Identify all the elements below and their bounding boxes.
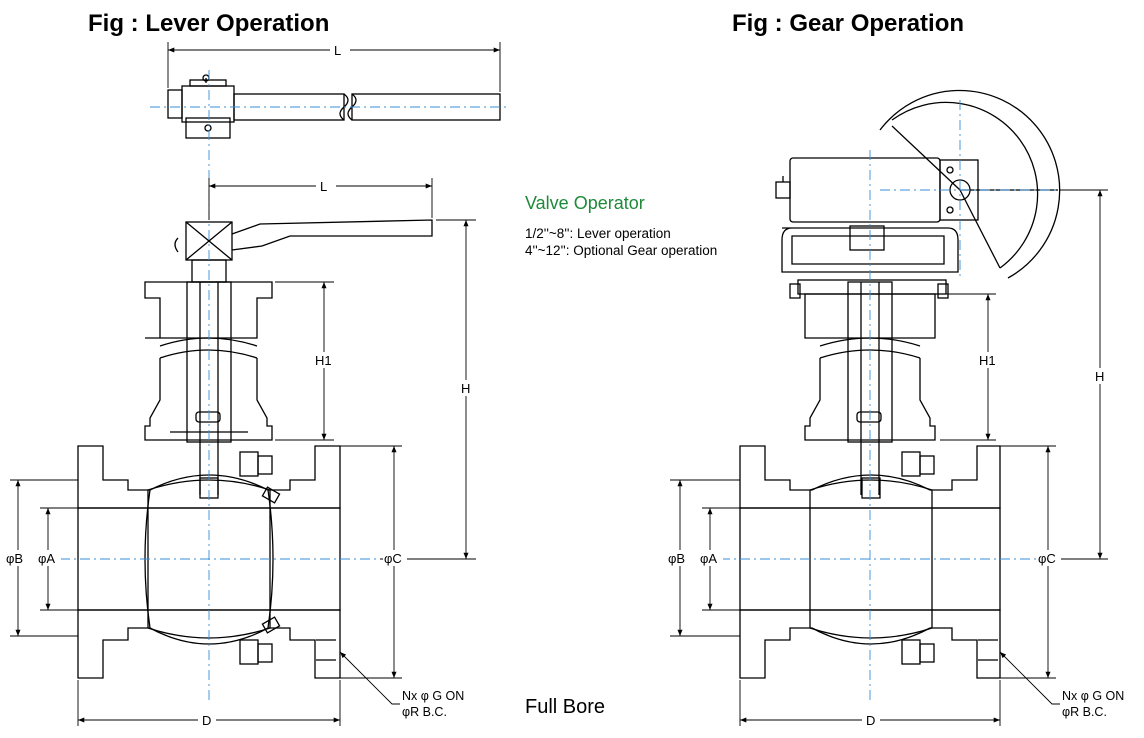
lever-valve-figure xyxy=(77,74,501,679)
gear-valve-body xyxy=(739,445,1001,679)
dimension-labels: L L H H1 φC φB φA D Nx φ G ON φR B.C. H … xyxy=(5,42,1124,728)
dimension-lines xyxy=(10,42,1108,726)
lever-figure-title: Fig : Lever Operation xyxy=(88,10,330,37)
dim-label-D-gear: D xyxy=(866,713,875,728)
valve-operator-heading: Valve Operator xyxy=(525,193,645,213)
dim-label-C-gear: φC xyxy=(1038,551,1056,566)
full-bore-label: Full Bore xyxy=(525,696,606,718)
operator-note-lever: 1/2''~8'': Lever operation xyxy=(525,226,671,241)
dim-label-H-gear: H xyxy=(1095,369,1104,384)
dim-label-B-lever: φB xyxy=(6,551,23,566)
centerlines xyxy=(40,70,1060,700)
dim-label-B-gear: φB xyxy=(668,551,685,566)
lever-bonnet xyxy=(144,281,273,495)
dim-label-D-lever: D xyxy=(202,713,211,728)
dim-label-C-lever: φC xyxy=(384,551,402,566)
flange-note-gear-1: Nx φ G ON xyxy=(1062,689,1124,703)
operator-note-gear: 4''~12'': Optional Gear operation xyxy=(525,243,718,258)
flange-note-lever-2: φR B.C. xyxy=(402,705,447,719)
gear-valve-figure xyxy=(739,89,1061,679)
flange-note-lever-1: Nx φ G ON xyxy=(402,689,464,703)
lever-handle-front xyxy=(174,219,433,283)
dim-label-H1-gear: H1 xyxy=(979,353,996,368)
dim-label-A-lever: φA xyxy=(38,551,55,566)
lever-valve-body xyxy=(77,445,341,679)
flange-note-gear-2: φR B.C. xyxy=(1062,705,1107,719)
handwheel xyxy=(879,89,1061,279)
dim-label-L-top: L xyxy=(334,43,341,58)
dim-label-A-gear: φA xyxy=(700,551,717,566)
dim-label-H1-lever: H1 xyxy=(315,353,332,368)
dim-label-L-front: L xyxy=(320,179,327,194)
lever-top-view xyxy=(167,74,501,139)
gear-figure-title: Fig : Gear Operation xyxy=(732,10,965,37)
dim-label-H-lever: H xyxy=(461,381,470,396)
